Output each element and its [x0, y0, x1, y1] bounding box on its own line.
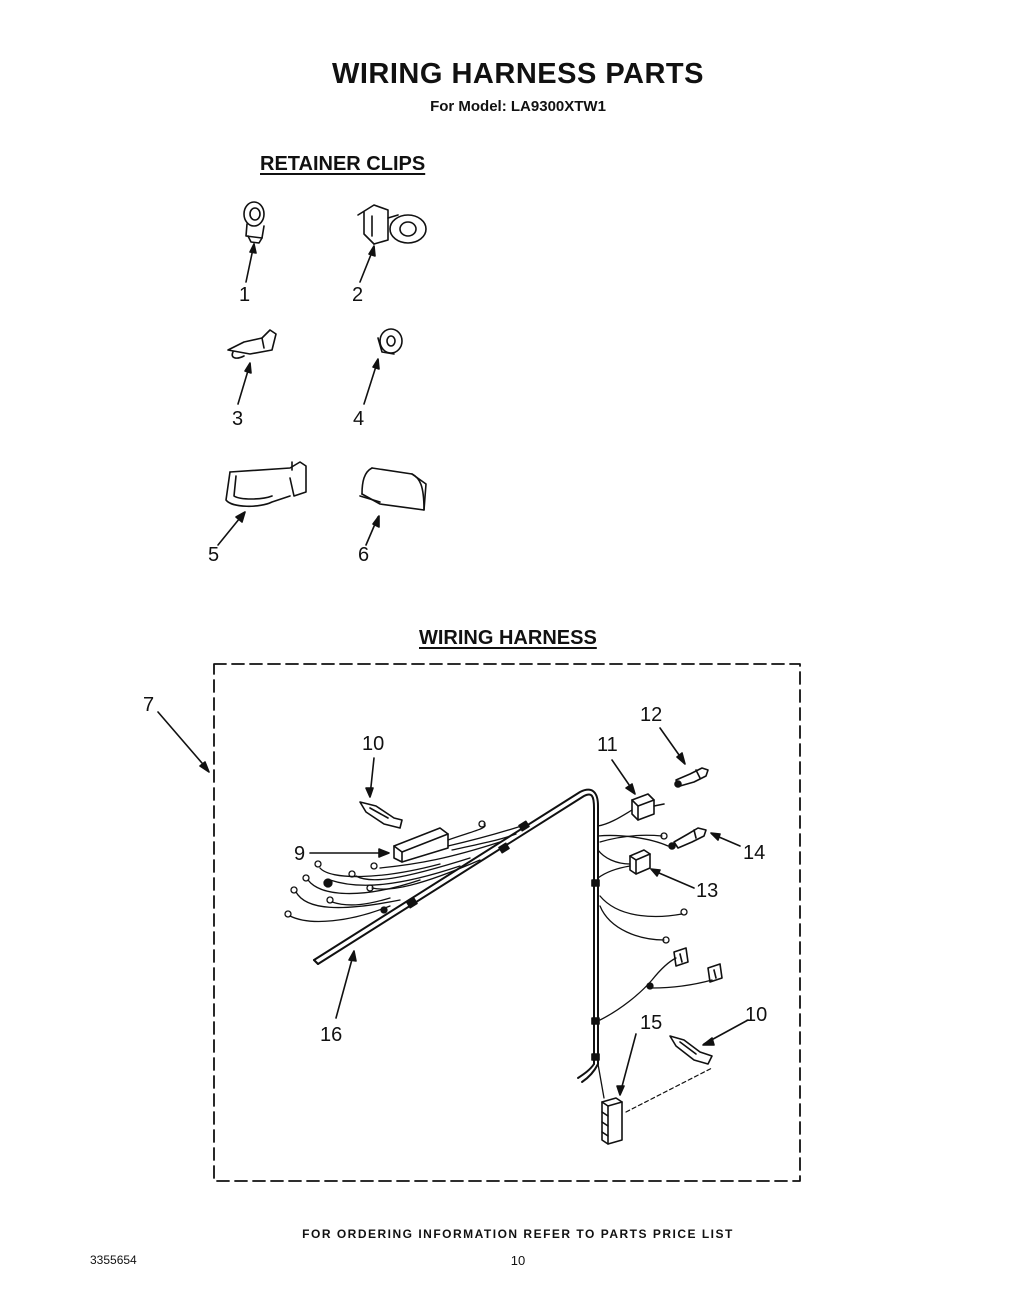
callout-10-lower: 10	[745, 1004, 768, 1026]
retainer-clip-1	[243, 201, 265, 244]
callout-12: 12	[640, 704, 663, 726]
terminal-10-upper	[359, 801, 403, 829]
section-heading-wiring-harness: WIRING HARNESS	[419, 627, 597, 649]
callout-2: 2	[352, 284, 364, 306]
callout-10-upper: 10	[362, 733, 385, 755]
document-number: 3355654	[90, 1253, 137, 1267]
wire-to-15	[597, 1063, 605, 1099]
retainer-clip-3	[227, 329, 277, 359]
connector-plug-b	[707, 963, 723, 983]
arrow-callout-15	[619, 1033, 637, 1095]
connector-plug-a	[673, 947, 689, 967]
callout-11: 11	[597, 734, 618, 756]
page-title: WIRING HARNESS PARTS	[332, 58, 704, 90]
harness-ties	[406, 820, 600, 1061]
wire-to-11	[597, 809, 633, 827]
terminal-10-lower	[669, 1035, 713, 1065]
harness-strip-16	[313, 959, 319, 965]
terminal-14	[668, 827, 707, 850]
harness-box	[213, 663, 801, 1182]
callout-7: 7	[143, 694, 155, 716]
wire-to-14	[597, 834, 669, 847]
wire-branch-right	[599, 895, 713, 1021]
wire-to-13	[597, 849, 631, 865]
ordering-note: FOR ORDERING INFORMATION REFER TO PARTS …	[302, 1227, 734, 1241]
callout-6: 6	[358, 544, 370, 566]
dashed-link-15-10	[625, 1067, 713, 1113]
wiring-harness-trunk	[313, 788, 599, 1083]
callout-9: 9	[294, 843, 306, 865]
callout-1: 1	[239, 284, 251, 306]
connector-15	[601, 1097, 623, 1145]
retainer-clip-5	[225, 461, 307, 508]
callout-13: 13	[696, 880, 719, 902]
callout-4: 4	[353, 408, 365, 430]
callout-16: 16	[320, 1024, 343, 1046]
connector-11	[631, 793, 665, 821]
terminal-12	[674, 767, 709, 788]
callout-15: 15	[640, 1012, 663, 1034]
callout-5: 5	[208, 544, 220, 566]
page-number: 10	[510, 1253, 526, 1268]
section-heading-retainer-clips: RETAINER CLIPS	[260, 153, 426, 175]
arrow-callout-7	[157, 711, 209, 771]
wire-fan-left	[284, 820, 529, 923]
retainer-clip-6	[359, 467, 427, 511]
model-subtitle: For Model: LA9300XTW1	[430, 98, 606, 115]
arrow-callout-16	[335, 951, 355, 1019]
retainer-clip-4	[377, 328, 403, 355]
callout-3: 3	[232, 408, 244, 430]
connector-13	[629, 849, 651, 875]
connector-block-9	[393, 827, 449, 863]
retainer-clip-2	[357, 204, 427, 245]
callout-14: 14	[743, 842, 766, 864]
